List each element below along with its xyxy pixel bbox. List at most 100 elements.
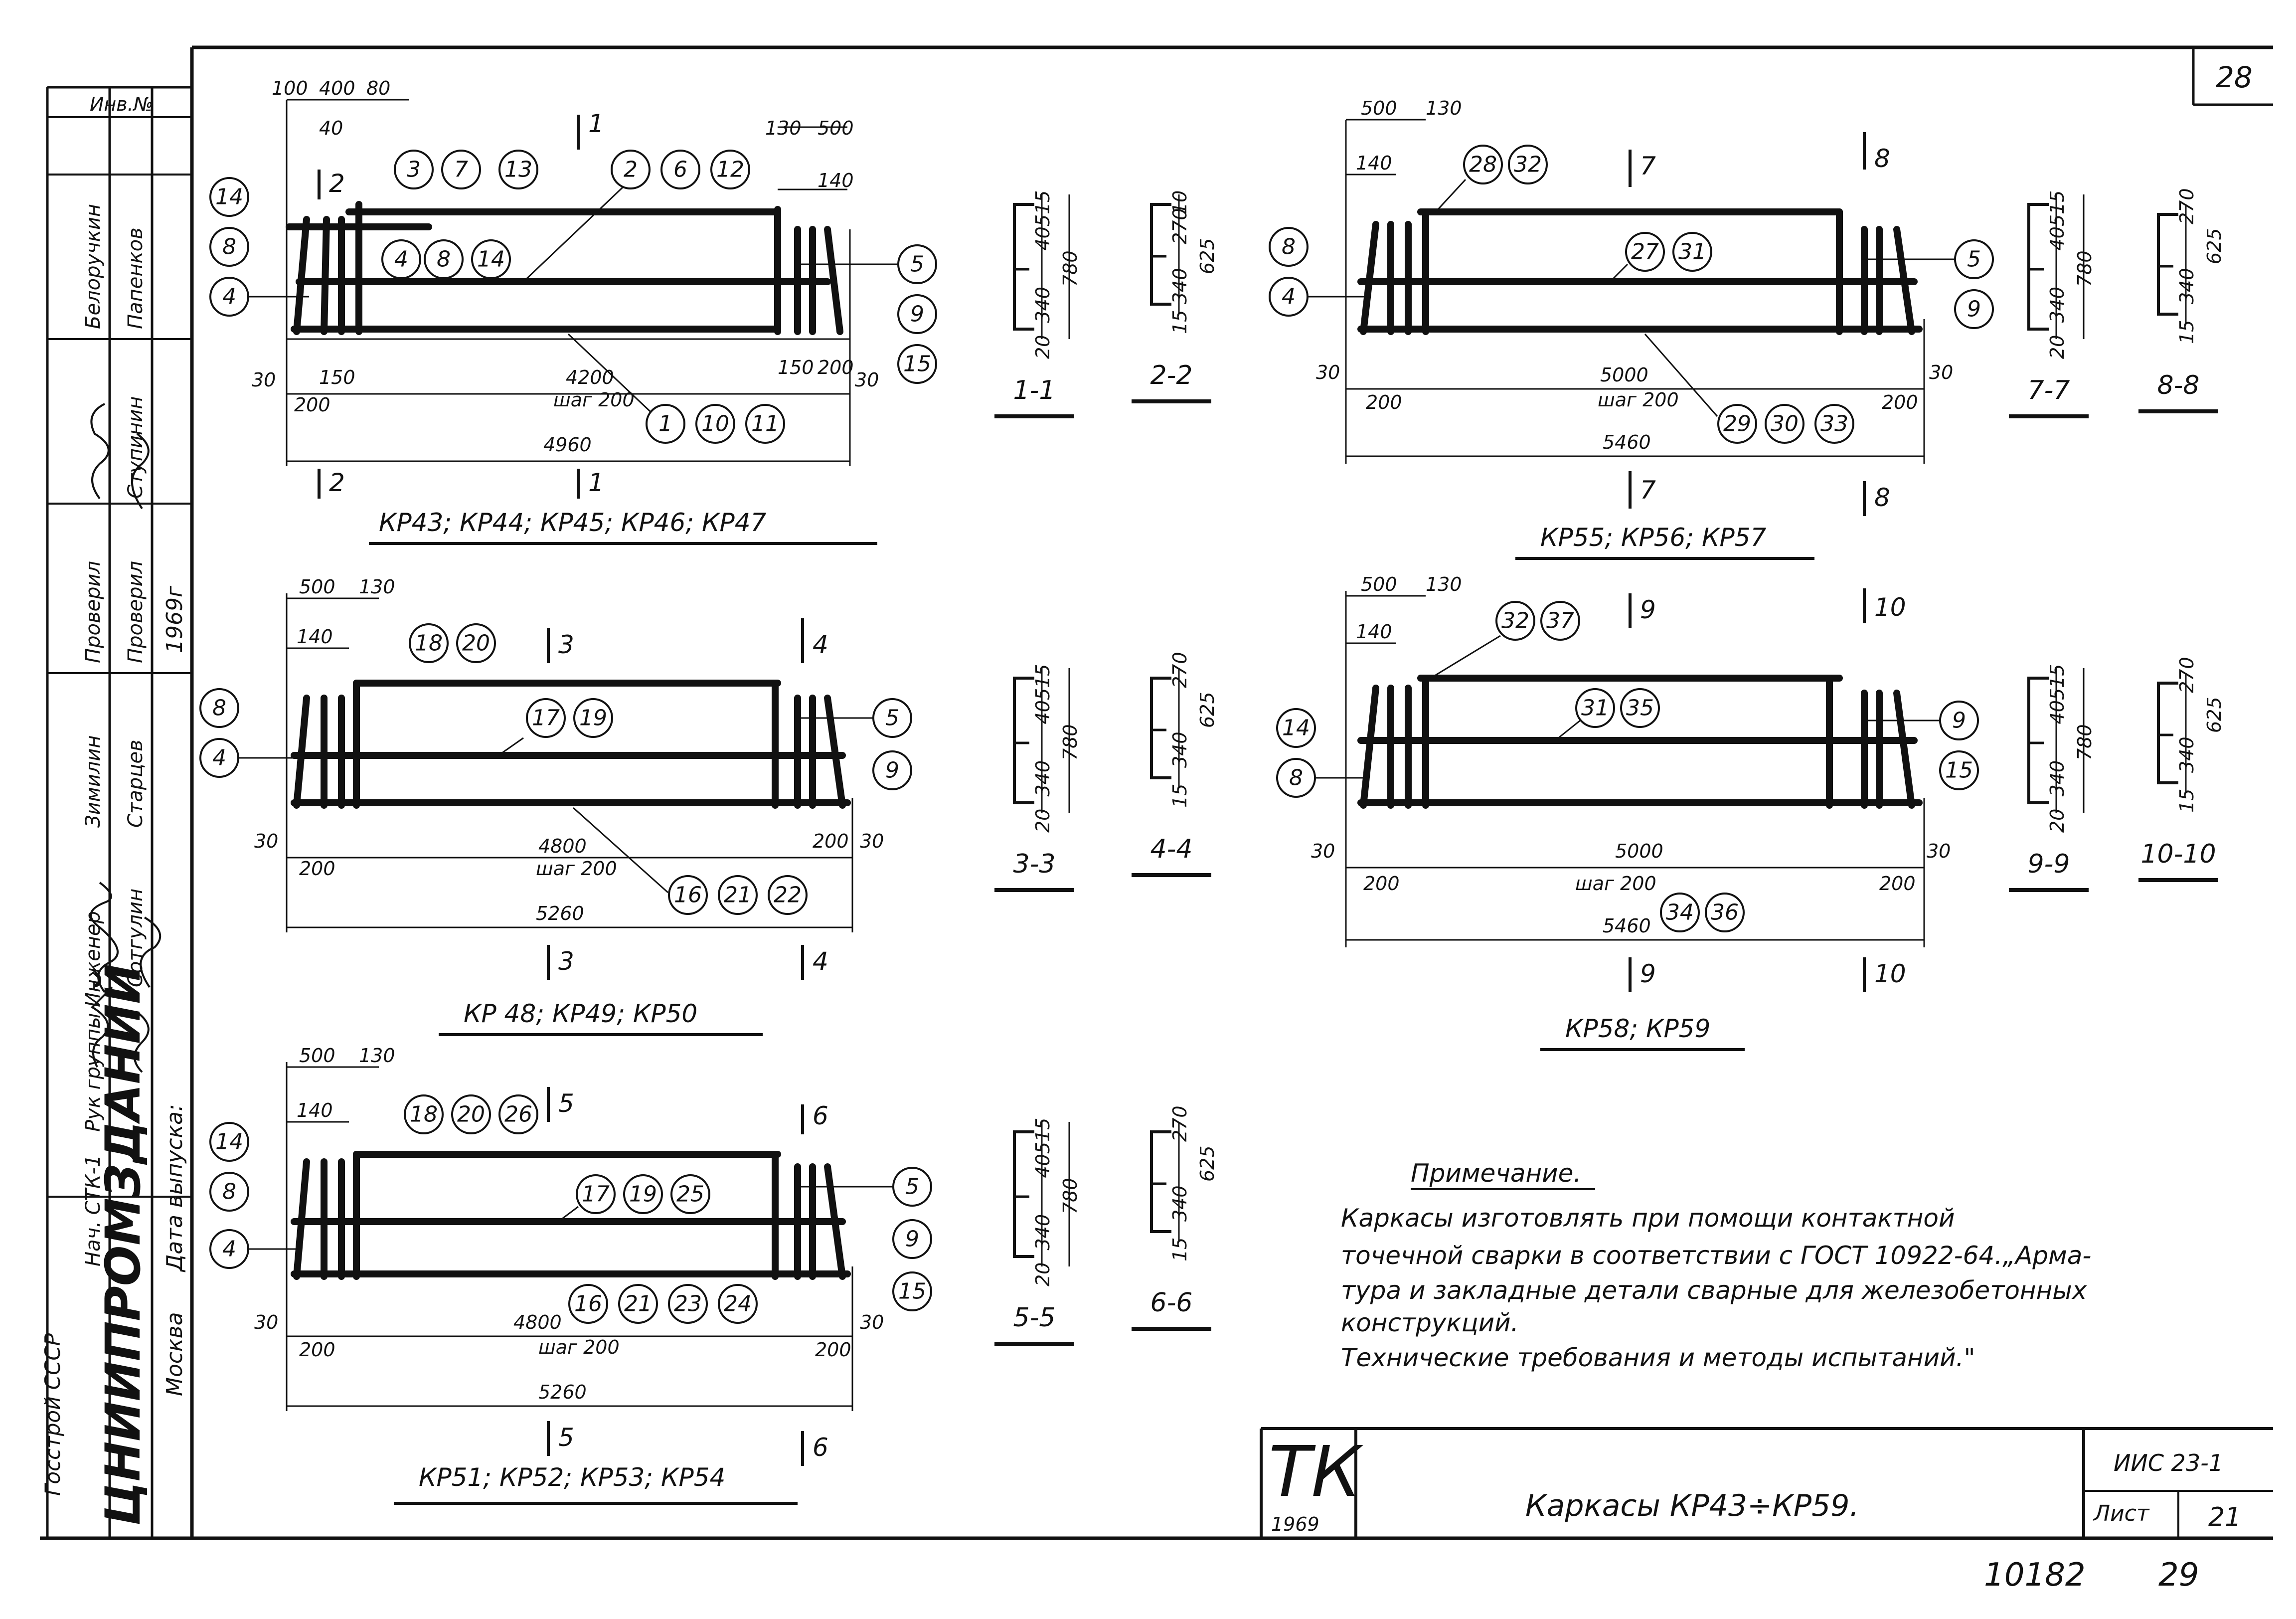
- mark: 14: [215, 184, 243, 210]
- section-dim: 780: [1059, 724, 1081, 760]
- cut-label: 5: [558, 1423, 574, 1452]
- mark: 32: [1501, 608, 1529, 634]
- dim: 200: [1363, 873, 1400, 895]
- section-dim: 340: [2046, 760, 2068, 797]
- section-dim: 340: [1032, 760, 1054, 797]
- stamp-inv: Инв.№: [90, 93, 153, 115]
- dim: 200: [299, 858, 335, 880]
- cut-label: 6: [813, 1433, 828, 1462]
- section-outline: [1013, 1130, 1034, 1258]
- section-dim: 340: [2176, 268, 2198, 304]
- marks-right-top: 2 6 12: [522, 150, 750, 283]
- section-dim: 15: [2046, 664, 2068, 688]
- mark: 8: [212, 696, 226, 721]
- mark: 13: [504, 157, 532, 182]
- section-outline: [1013, 677, 1034, 804]
- cut-label: 7: [1640, 152, 1656, 180]
- signature: [90, 403, 150, 510]
- cut-label: 9: [1640, 595, 1656, 624]
- section-dim: 780: [1059, 250, 1081, 287]
- mark: 4: [222, 284, 236, 310]
- mark: 20: [457, 1102, 485, 1127]
- section-dim: 15: [2046, 190, 2068, 214]
- page-number: 28: [2216, 60, 2253, 94]
- cut-label: 4: [813, 630, 828, 659]
- dim: 130: [1426, 573, 1462, 595]
- section-dim: 340: [2176, 736, 2198, 773]
- mark: 33: [1820, 411, 1848, 437]
- section-label: 4-4: [1150, 834, 1193, 864]
- section-dim: 270: [1169, 652, 1191, 688]
- section-outline: [1013, 203, 1034, 331]
- dim: 140: [297, 1099, 333, 1121]
- cut-label: 10: [1874, 959, 1906, 988]
- section-dim: 780: [2074, 724, 2096, 760]
- dim: 500: [818, 117, 854, 139]
- dim: 200: [1879, 873, 1916, 895]
- mark: 5: [1967, 247, 1981, 272]
- section-dim: 405: [1032, 688, 1054, 724]
- stamp-name-4: Папенков: [124, 227, 147, 329]
- mark: 8: [222, 234, 236, 260]
- mark: 16: [574, 1291, 602, 1317]
- mark: 14: [1282, 716, 1310, 741]
- note-line-0: Каркасы изготовлять при помощи контактно…: [1341, 1204, 1955, 1233]
- dim: 200: [815, 1339, 851, 1361]
- cut-label: 6: [813, 1101, 828, 1130]
- section-dim: 405: [1032, 1142, 1054, 1178]
- dim: 400: [319, 77, 355, 99]
- stamp-name-2: Белоручкин: [82, 204, 105, 329]
- cut-label: 8: [1874, 144, 1890, 173]
- dim: 30: [254, 830, 278, 852]
- mark: 1: [658, 411, 672, 437]
- dim: 4960: [543, 434, 592, 456]
- marks-left: 14 8 4: [209, 177, 309, 317]
- section-dim: 340: [1169, 268, 1191, 304]
- frame-kr51-54: 500 130 140 30 200 4800 шаг 200 200 30 5…: [209, 1045, 932, 1505]
- sheet-label: Лист: [2093, 1501, 2150, 1526]
- note-line-1: точечной сварки в соответствии с ГОСТ 10…: [1341, 1241, 2091, 1270]
- cut-label: 8: [1874, 483, 1890, 512]
- mark: 24: [724, 1291, 752, 1317]
- section-dim: 20: [1032, 1262, 1054, 1286]
- mark: 31: [1581, 696, 1609, 721]
- mark: 31: [1678, 239, 1706, 265]
- mark: 9: [910, 302, 924, 327]
- section-dim: 20: [2046, 335, 2068, 359]
- section-dim: 340: [2046, 287, 2068, 323]
- frame-caption: КР55; КР56; КР57: [1540, 523, 1766, 552]
- dim: 100: [272, 77, 308, 99]
- mark: 21: [624, 1291, 652, 1317]
- note: Примечание. Каркасы изготовлять при помо…: [1341, 1159, 2091, 1372]
- section-dim: 10: [1169, 190, 1191, 214]
- section-dim: 340: [1169, 1185, 1191, 1222]
- cut-label: 3: [558, 947, 574, 976]
- mark: 18: [410, 1102, 438, 1127]
- dim: 150: [778, 357, 814, 378]
- dim: 5000: [1615, 840, 1663, 862]
- cut-label: 7: [1640, 476, 1656, 505]
- section-label: 10-10: [2140, 839, 2216, 869]
- mark: 21: [724, 883, 752, 908]
- mark: 14: [215, 1129, 243, 1155]
- dim: 30: [860, 830, 884, 852]
- section-dim: 340: [1169, 731, 1191, 768]
- mark: 12: [716, 157, 744, 182]
- stamp-year: 1969г: [162, 585, 187, 653]
- dim: 5000: [1600, 364, 1648, 386]
- mark: 2: [624, 157, 638, 182]
- stamp-name-1: Старцев: [124, 739, 147, 828]
- mark: 5: [885, 706, 899, 731]
- mark: 8: [1282, 234, 1296, 260]
- dim: шаг 200: [1575, 873, 1656, 895]
- section-dim: 270: [1169, 1105, 1191, 1142]
- section-outline: [2027, 203, 2049, 331]
- dim: 5460: [1603, 915, 1651, 937]
- dim: 30: [855, 369, 879, 391]
- dim: 5260: [536, 902, 584, 924]
